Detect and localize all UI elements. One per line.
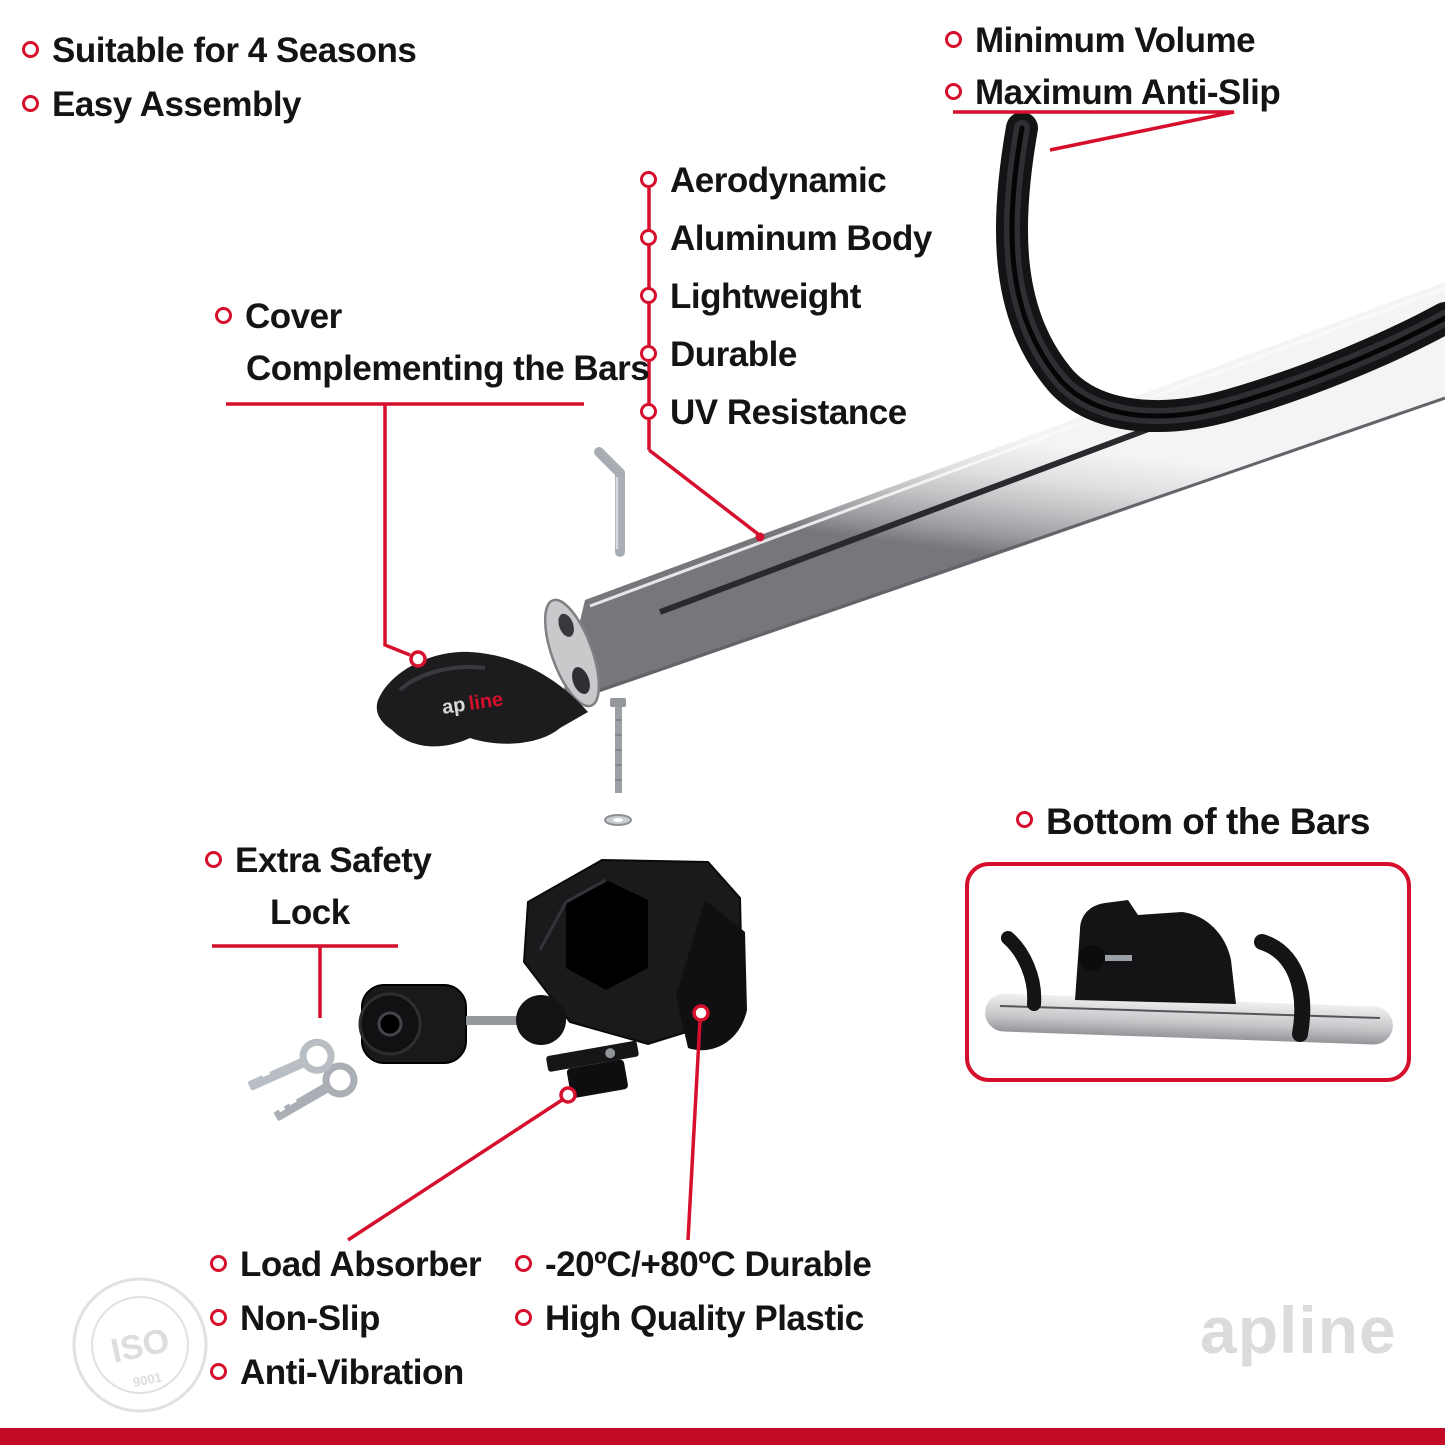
bullet-icon	[640, 345, 657, 362]
list-item: Aluminum Body	[640, 218, 932, 260]
clamp-piece	[546, 1040, 639, 1098]
bullet-icon	[210, 1309, 227, 1326]
list-item-label: Minimum Volume	[975, 21, 1256, 60]
list-item-label: Load Absorber	[240, 1245, 482, 1284]
bullet-icon	[210, 1363, 227, 1380]
keys	[248, 1038, 358, 1121]
iso-code-text: 9001	[132, 1369, 163, 1390]
bullet-icon	[22, 95, 39, 112]
list-item: UV Resistance	[640, 392, 932, 434]
iso-text: ISO	[108, 1321, 173, 1370]
bullet-icon	[515, 1255, 532, 1272]
cover-label: Cover Complementing the Bars	[215, 296, 650, 390]
list-item-label: Maximum Anti-Slip	[975, 73, 1281, 112]
bottom-bars-label-text: Bottom of the Bars	[1046, 801, 1371, 842]
list-item-label: High Quality Plastic	[545, 1299, 864, 1338]
bullet-icon	[1016, 811, 1033, 828]
list-item: Aerodynamic	[640, 160, 932, 202]
cover-logo-line: line	[467, 688, 504, 715]
top-right-list: Minimum Volume Maximum Anti-Slip	[945, 20, 1281, 114]
safety-label-line2: Lock	[270, 893, 350, 932]
bullet-icon	[945, 31, 962, 48]
list-item: Bottom of the Bars	[1016, 800, 1371, 844]
bottom-bars-label: Bottom of the Bars	[1016, 800, 1371, 844]
list-item: Cover	[215, 296, 649, 338]
list-item: Extra Safety	[205, 840, 432, 882]
top-left-list: Suitable for 4 Seasons Easy Assembly	[22, 30, 417, 126]
list-item: Durable	[640, 334, 932, 376]
safety-label-line1: Extra Safety	[235, 841, 432, 880]
bullet-icon	[215, 307, 232, 324]
rubber-strip	[995, 112, 1445, 433]
callout-cover-vertical	[383, 404, 411, 657]
list-item: Easy Assembly	[22, 84, 416, 126]
list-item: -20ºC/+80ºC Durable	[515, 1244, 872, 1286]
bullet-icon	[640, 287, 657, 304]
bullet-icon	[205, 851, 222, 868]
list-item: High Quality Plastic	[515, 1298, 871, 1340]
foot-bracket	[522, 858, 747, 1051]
bolt	[610, 698, 626, 793]
bottom-bars-box	[965, 862, 1411, 1082]
bottom-left-list: Load Absorber Non-Slip Anti-Vibration	[210, 1244, 482, 1394]
callout-antislip	[953, 110, 1235, 152]
list-item-label: Easy Assembly	[52, 85, 302, 124]
list-item: Non-Slip	[210, 1298, 481, 1340]
callout-absorber-ring	[559, 1086, 577, 1104]
list-item-label: Lightweight	[670, 277, 861, 316]
bullet-icon	[22, 41, 39, 58]
bottom-middle-list: -20ºC/+80ºC Durable High Quality Plastic	[515, 1244, 872, 1340]
list-item-label: Aluminum Body	[670, 219, 932, 258]
bottom-of-bars-scene	[985, 900, 1393, 1045]
bar-features-list: Aerodynamic Aluminum Body Lightweight Du…	[640, 160, 932, 434]
safety-lock-label: Extra Safety Lock	[205, 840, 432, 934]
iso-stamp: ISO 9001	[72, 1277, 208, 1413]
list-item: Anti-Vibration	[210, 1352, 481, 1394]
cover-label-line1: Cover	[245, 297, 342, 336]
bullet-icon	[945, 83, 962, 100]
list-item: Load Absorber	[210, 1244, 482, 1286]
safety-lock	[358, 984, 566, 1064]
callout-durable	[686, 1019, 702, 1241]
list-item-label: -20ºC/+80ºC Durable	[545, 1245, 872, 1284]
bullet-icon	[640, 403, 657, 420]
bullet-icon	[640, 229, 657, 246]
list-item: Lock	[205, 892, 431, 934]
list-item-label: Aerodynamic	[670, 161, 887, 200]
bullet-icon	[210, 1255, 227, 1272]
list-item-label: UV Resistance	[670, 393, 907, 432]
list-item: Suitable for 4 Seasons	[22, 30, 417, 72]
list-item-label: Anti-Vibration	[240, 1353, 464, 1392]
brand-watermark: apline	[1200, 1293, 1397, 1367]
list-item-label: Non-Slip	[240, 1299, 380, 1338]
cover-logo-ap: ap	[441, 694, 467, 719]
list-item-label: Durable	[670, 335, 797, 374]
washer	[604, 814, 632, 826]
bullet-icon	[640, 171, 657, 188]
bottom-red-bar	[0, 1428, 1445, 1445]
callout-features-diagonal	[647, 448, 760, 536]
bar-end-profile	[543, 598, 601, 708]
list-item: Lightweight	[640, 276, 932, 318]
allen-key-icon	[594, 447, 625, 557]
roof-bar	[543, 282, 1445, 708]
list-item-label: Suitable for 4 Seasons	[52, 31, 417, 70]
cover-label-line2: Complementing the Bars	[246, 349, 650, 388]
list-item: Maximum Anti-Slip	[945, 72, 1281, 114]
list-item: Minimum Volume	[945, 20, 1280, 62]
callout-durable-ring	[692, 1004, 710, 1022]
callout-absorber	[347, 1098, 563, 1242]
bullet-icon	[515, 1309, 532, 1326]
cover-piece: ap line	[376, 651, 588, 747]
callout-cover-ring	[409, 650, 427, 668]
list-item: Complementing the Bars	[215, 348, 650, 390]
